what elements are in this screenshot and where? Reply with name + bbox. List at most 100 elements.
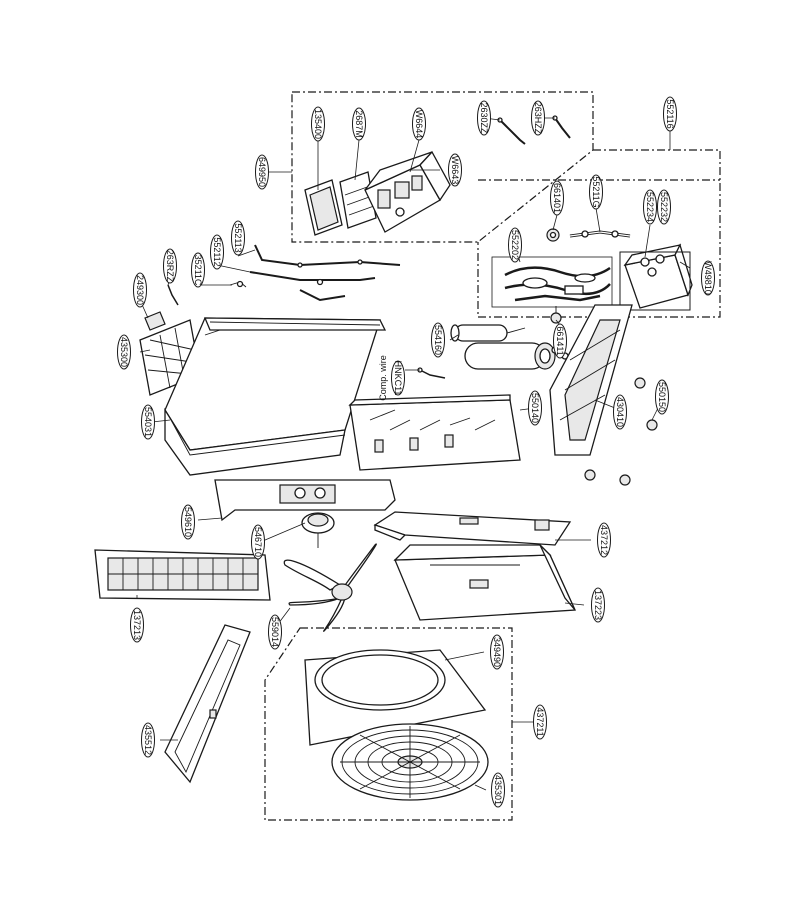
group-box-refrigerant-assembly <box>477 149 721 318</box>
coil-tube-552113 <box>254 244 401 268</box>
fan-guard-435301 <box>331 723 489 801</box>
label-552113-text: 552113 <box>233 223 243 252</box>
label-435301-text: 435301 <box>493 775 503 805</box>
label-249300: 249300 <box>133 272 147 308</box>
label-649950-text: 649950 <box>257 157 267 187</box>
label-552234: 552234 <box>643 189 657 225</box>
label-263HZZ: 263HZZ <box>531 100 545 136</box>
label-55211G: 55211G <box>589 174 603 210</box>
coil-tube-552112 <box>249 271 376 302</box>
compressor <box>464 342 569 370</box>
group-box-control-assembly <box>291 91 594 243</box>
label-137213-text: 137213 <box>132 610 142 640</box>
base-pan-550140 <box>348 394 521 471</box>
label-137223-text: 137223 <box>593 590 603 620</box>
label-552112-text: 552112 <box>212 237 222 266</box>
label-437211: 437211 <box>533 704 547 740</box>
label-649950: 649950 <box>255 154 269 190</box>
label-435300: 435300 <box>117 334 131 370</box>
control-box-W6644 <box>364 150 451 233</box>
label-552232-text: 552232 <box>659 192 669 222</box>
label-554031-text: 554031 <box>143 407 153 437</box>
label-W6643: W6643 <box>448 153 462 187</box>
wire-2630ZZ <box>497 117 526 145</box>
shroud-349490 <box>304 649 487 746</box>
label-263HZZ-text: 263HZZ <box>533 102 543 135</box>
label-552116-text: 552116 <box>665 99 675 128</box>
pcb-2687M <box>339 171 377 229</box>
group-box-fan-assembly <box>264 627 513 821</box>
label-435512: 435512 <box>141 722 155 758</box>
valve-661411 <box>550 306 562 324</box>
front-panel-435512 <box>164 624 251 784</box>
label-HNKC11: HNKC11 <box>391 360 405 396</box>
label-135400-text: 135400 <box>313 109 323 139</box>
bracket-35211C <box>229 280 247 288</box>
label-552232: 552232 <box>657 189 671 225</box>
label-435301: 435301 <box>491 772 505 808</box>
motor-bracket-549610 <box>214 479 396 522</box>
cover-plate-135400 <box>304 179 343 236</box>
note-comp-wire: Comp. wire <box>378 355 388 401</box>
label-549610: 549610 <box>181 504 195 540</box>
label-137213: 137213 <box>130 607 144 643</box>
label-W49810: W49810 <box>701 260 715 296</box>
label-550140-text: 550140 <box>530 393 540 423</box>
label-550140: 550140 <box>528 390 542 426</box>
label-552202: 552202 <box>508 227 522 263</box>
side-cover-137223 <box>393 544 576 621</box>
label-HNKC11-text: HNKC11 <box>393 361 403 396</box>
sensor-263RZZ <box>167 284 179 306</box>
label-2630ZZ: 2630ZZ <box>477 100 491 136</box>
label-263RZZ: 263RZZ <box>163 248 177 284</box>
label-2687M: 2687M <box>352 107 366 141</box>
label-554031: 554031 <box>141 404 155 440</box>
label-263RZZ-text: 263RZZ <box>165 250 175 283</box>
wire-HNKC11 <box>417 367 446 379</box>
label-661411: 661411 <box>553 323 567 359</box>
label-35211C: 35211C <box>191 252 205 288</box>
label-559014: 559014 <box>268 614 282 650</box>
sensor-661401 <box>546 228 560 242</box>
label-349490: 349490 <box>490 634 504 670</box>
label-550150-text: 550150 <box>657 382 667 412</box>
label-437211-text: 437211 <box>535 707 545 736</box>
label-554160: 554160 <box>431 322 445 358</box>
label-552112: 552112 <box>210 234 224 270</box>
label-661401: 661401 <box>550 180 564 216</box>
wire-263HZZ <box>552 115 571 139</box>
label-430410: 430410 <box>613 394 627 430</box>
fan-blade-559014 <box>283 543 377 632</box>
reversing-valve-552232 <box>623 243 693 309</box>
valve-detail-frame <box>619 251 691 311</box>
label-549610-text: 549610 <box>183 507 193 537</box>
mount-bolts-550150 <box>584 377 658 486</box>
label-W6644-text: W6644 <box>414 110 424 139</box>
label-W6643-text: W6643 <box>450 156 460 185</box>
label-437212: 437212 <box>597 522 611 558</box>
fan-motor-546710 <box>301 512 335 548</box>
label-552234-text: 552234 <box>645 192 655 222</box>
label-137223: 137223 <box>591 587 605 623</box>
condenser-coil-554031 <box>164 317 387 476</box>
label-559014-text: 559014 <box>270 617 280 647</box>
label-661411-text: 661411 <box>555 326 565 355</box>
label-135400: 135400 <box>311 106 325 142</box>
accumulator-554160 <box>450 324 526 342</box>
label-35211C-text: 35211C <box>193 255 203 286</box>
side-panel-430410 <box>549 304 633 456</box>
label-552113: 552113 <box>231 220 245 256</box>
label-546710-text: 546710 <box>253 527 263 557</box>
label-W49810-text: W49810 <box>703 261 713 295</box>
label-55211G-text: 55211G <box>591 176 601 207</box>
top-cover-437212 <box>373 511 572 546</box>
label-437212-text: 437212 <box>599 525 609 555</box>
label-W6644: W6644 <box>412 107 426 141</box>
label-552202-text: 552202 <box>510 230 520 260</box>
label-349490-text: 349490 <box>492 637 502 667</box>
label-554160-text: 554160 <box>433 325 443 355</box>
comp-wire-text: Comp. wire <box>378 355 388 401</box>
label-430410-text: 430410 <box>615 397 625 427</box>
grille-137213 <box>94 549 271 601</box>
